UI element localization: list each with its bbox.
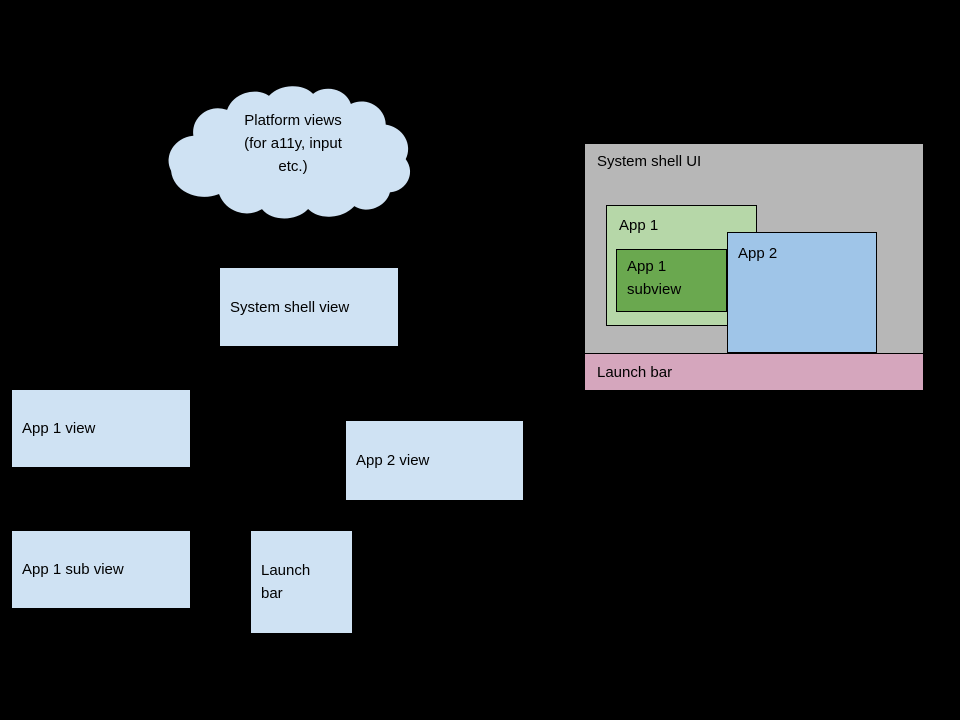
launch-bar-view-node: Launch bar xyxy=(251,531,352,633)
launch-bar-view-label: Launch bar xyxy=(261,562,311,602)
system-shell-view-node: System shell view xyxy=(220,268,398,346)
cloud-label: Platform views (for a11y, input etc.) xyxy=(244,112,342,175)
system-shell-view-label: System shell view xyxy=(230,298,350,316)
app1-subview-label: App 1 subview xyxy=(627,258,682,298)
system-shell-ui-panel: System shell UI App 1 App 1 subview App … xyxy=(584,143,924,391)
app1-view-label: App 1 view xyxy=(22,420,96,437)
platform-views-cloud: Platform views (for a11y, input etc.) xyxy=(158,82,428,224)
launch-bar: Launch bar xyxy=(584,353,924,391)
app1-sub-view-label: App 1 sub view xyxy=(22,561,124,578)
app1-subview-window: App 1 subview xyxy=(616,249,727,312)
system-shell-ui-title: System shell UI xyxy=(597,153,702,170)
launch-bar-label: Launch bar xyxy=(597,363,673,381)
app1-view-node: App 1 view xyxy=(12,390,190,467)
app2-window: App 2 xyxy=(727,232,877,353)
app2-window-label: App 2 xyxy=(738,245,778,262)
app2-view-label: App 2 view xyxy=(356,452,430,469)
app1-window-label: App 1 xyxy=(619,217,659,234)
app1-sub-view-node: App 1 sub view xyxy=(12,531,190,608)
cloud-icon xyxy=(166,84,412,221)
app2-view-node: App 2 view xyxy=(346,421,523,500)
